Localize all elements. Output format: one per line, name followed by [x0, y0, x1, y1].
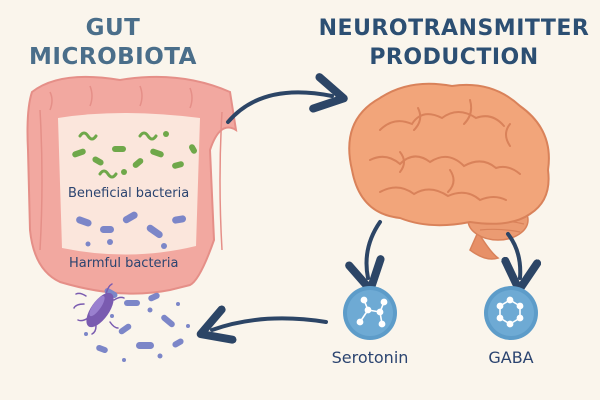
serotonin-to-gut-arrow: [196, 305, 328, 344]
gut-title-line2: MICROBIOTA: [29, 44, 197, 70]
gut-title-line1: GUT: [85, 15, 141, 41]
serotonin-label: Serotonin: [331, 348, 409, 367]
neuro-title-line1: NEUROTRANSMITTER: [318, 16, 590, 41]
brain-to-serotonin-arrow: [345, 220, 385, 294]
gut-microbiota-title: GUT MICROBIOTA: [18, 14, 208, 72]
neuro-title-line2: PRODUCTION: [369, 45, 539, 70]
gaba-molecule-icon: [484, 286, 538, 340]
harmful-bacteria-cluster: [76, 211, 187, 249]
brain-icon: [348, 82, 550, 260]
beneficial-bacteria-cluster: [72, 131, 197, 179]
intestine-icon: [26, 75, 238, 295]
neurotransmitter-production-title: NEUROTRANSMITTER PRODUCTION: [318, 14, 590, 72]
serotonin-molecule-icon: [343, 286, 397, 340]
spilled-bacteria: [84, 288, 190, 362]
gut-to-brain-arrow: [226, 73, 348, 124]
bacterium-icon: [73, 283, 125, 335]
gaba-label: GABA: [488, 348, 534, 367]
brain-to-gaba-arrow: [501, 232, 542, 294]
beneficial-bacteria-label: Beneficial bacteria: [68, 186, 190, 201]
harmful-bacteria-label: Harmful bacteria: [69, 256, 179, 271]
